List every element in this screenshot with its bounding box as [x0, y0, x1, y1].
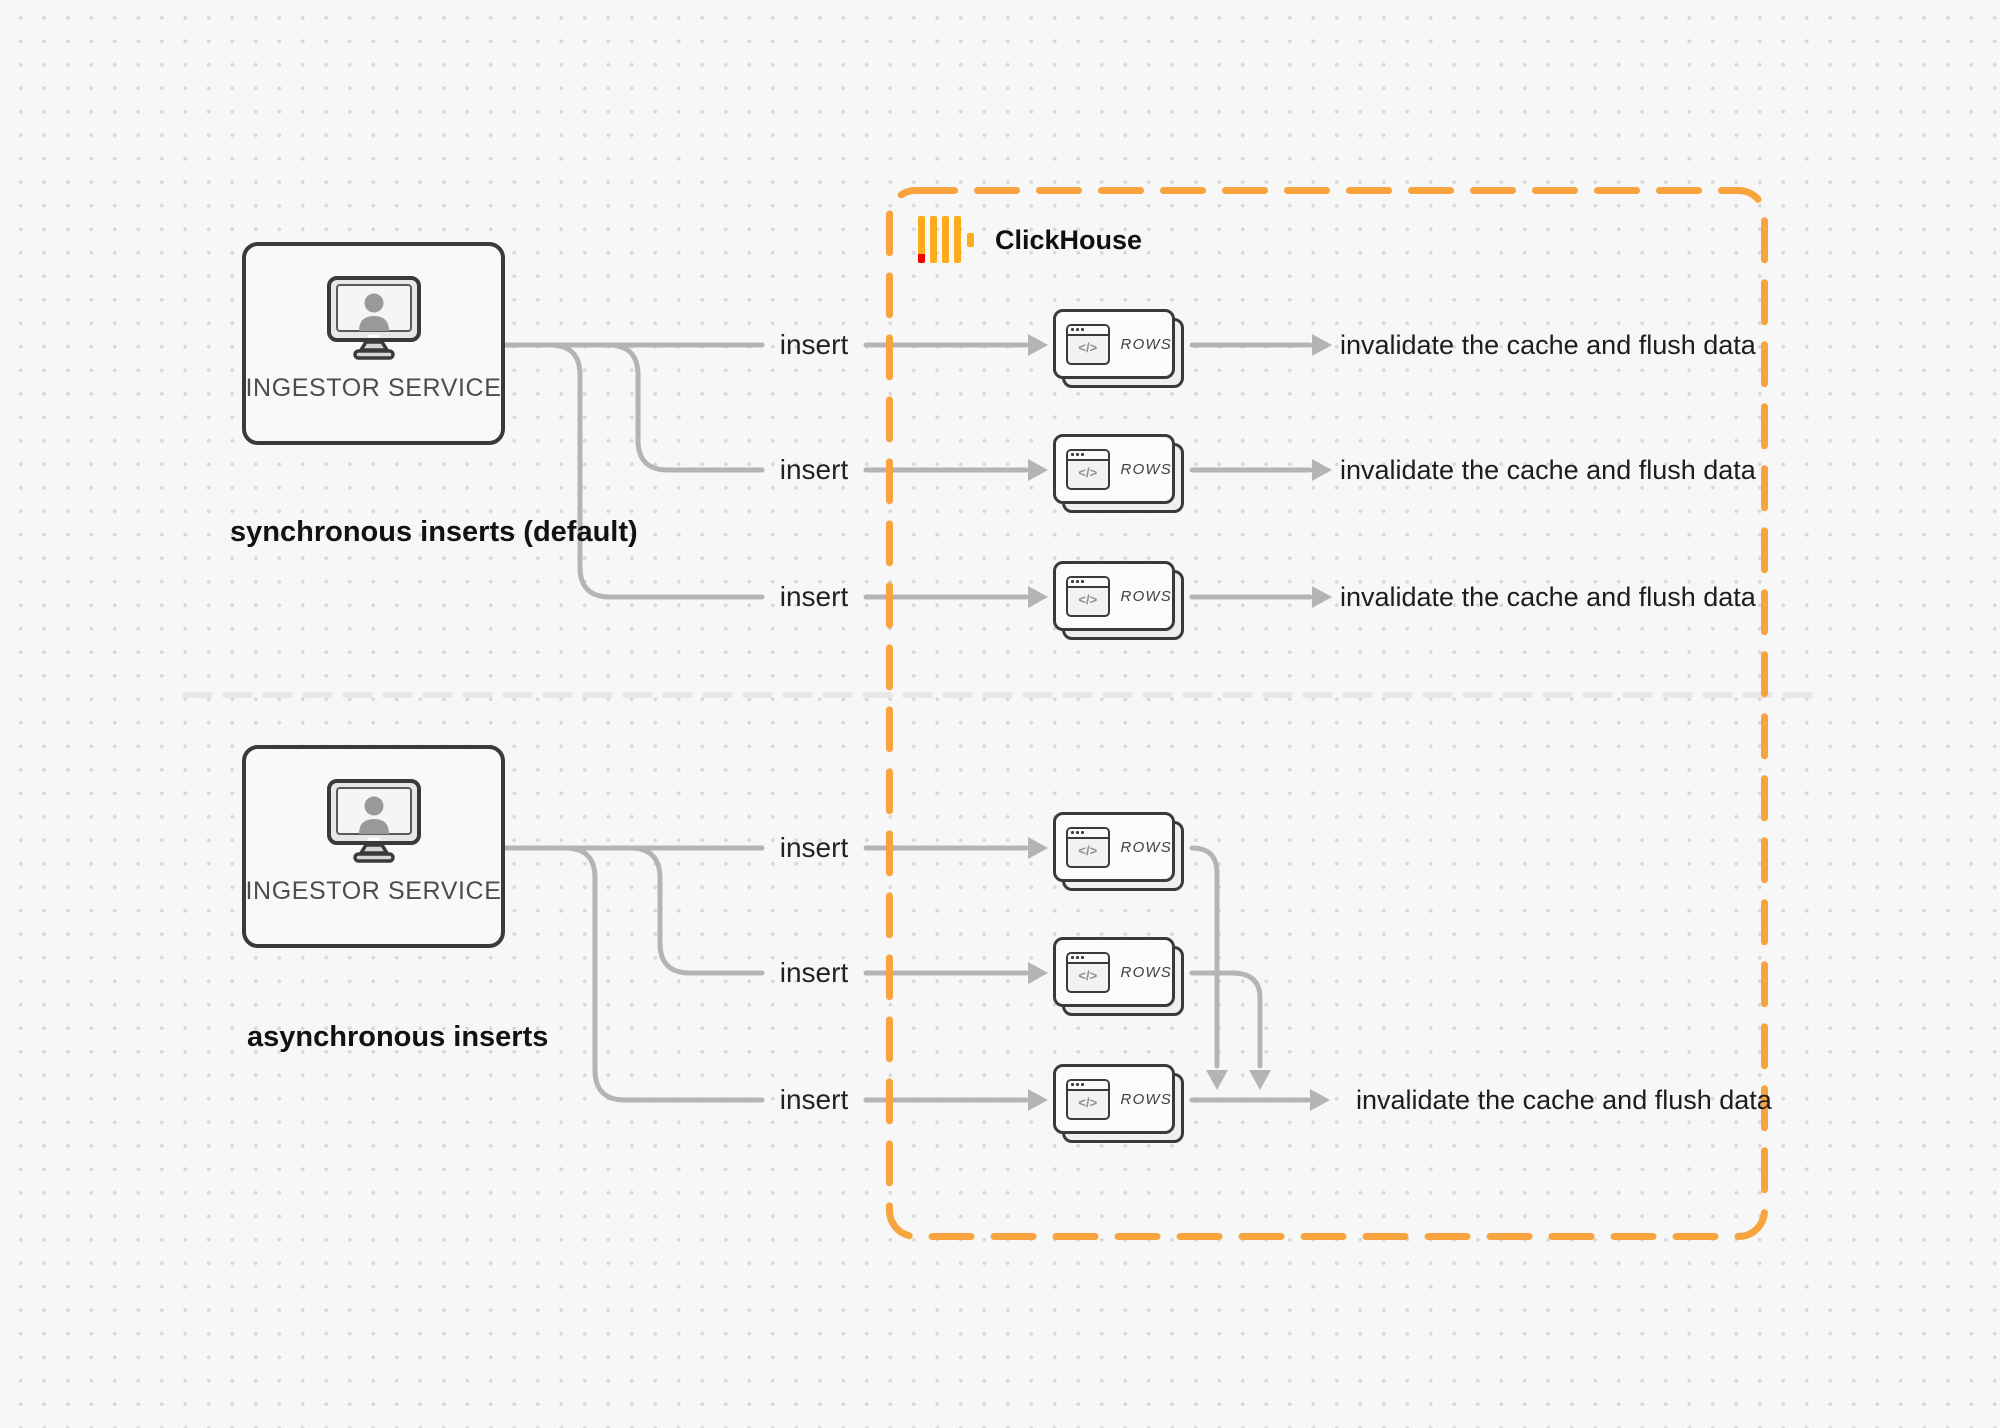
- monitor-user-icon: [326, 276, 421, 360]
- logo-red-accent: [918, 254, 925, 263]
- insert-edge-label: insert: [779, 454, 849, 485]
- insert-edge-label: insert: [779, 581, 849, 612]
- rows-card: </> ROWS: [1053, 434, 1175, 504]
- clickhouse-title: ClickHouse: [995, 225, 1143, 255]
- browser-icon-titlebar: [1068, 577, 1108, 588]
- rows-card: </> ROWS: [1053, 937, 1175, 1007]
- ingestor-service-node-async: INGESTOR SERVICE: [242, 745, 505, 948]
- arrowheads: [1028, 334, 1332, 1111]
- rows-label: ROWS: [1120, 587, 1172, 605]
- section-caption-sync: synchronous inserts (default): [230, 516, 638, 548]
- browser-icon-titlebar: [1068, 1080, 1108, 1091]
- code-glyph: </>: [1078, 592, 1098, 607]
- code-glyph: </>: [1078, 1095, 1098, 1110]
- rows-node: </> ROWS: [1053, 937, 1184, 1016]
- ingestor-service-label: INGESTOR SERVICE: [245, 877, 502, 905]
- insert-edge-label: insert: [779, 957, 849, 988]
- browser-icon-titlebar: [1068, 828, 1108, 839]
- connector-line: [502, 845, 765, 976]
- rows-label: ROWS: [1120, 1090, 1172, 1108]
- arrowhead-right: [1028, 962, 1048, 984]
- browser-code-icon: </>: [1066, 951, 1110, 993]
- connector-lines: [502, 342, 1313, 1103]
- clickhouse-boundary: [886, 187, 1768, 1240]
- rows-node: </> ROWS: [1053, 561, 1184, 640]
- ingestor-service-label: INGESTOR SERVICE: [245, 374, 502, 402]
- browser-icon-titlebar: [1068, 953, 1108, 964]
- insert-edge-label: insert: [779, 832, 849, 863]
- code-glyph: </>: [1078, 465, 1098, 480]
- arrowhead-right: [1028, 459, 1048, 481]
- rows-label: ROWS: [1120, 335, 1172, 353]
- arrowhead-down: [1249, 1070, 1271, 1090]
- connector-line: [502, 845, 765, 1103]
- rows-card: </> ROWS: [1053, 1064, 1175, 1134]
- browser-code-icon: </>: [1066, 323, 1110, 365]
- connector-line: [1189, 845, 1220, 1069]
- insert-edge-label: insert: [779, 1084, 849, 1115]
- rows-card: </> ROWS: [1053, 309, 1175, 379]
- logo-bar: [930, 216, 937, 263]
- arrowhead-down: [1206, 1070, 1228, 1090]
- code-glyph: </>: [1078, 968, 1098, 983]
- rows-node: </> ROWS: [1053, 309, 1184, 388]
- logo-bar-short: [967, 232, 974, 247]
- invalidate-label: invalidate the cache and flush data: [1340, 582, 1756, 612]
- browser-code-icon: </>: [1066, 575, 1110, 617]
- invalidate-label: invalidate the cache and flush data: [1340, 455, 1756, 485]
- arrowhead-right: [1028, 837, 1048, 859]
- arrowhead-right: [1028, 586, 1048, 608]
- clickhouse-logo: ClickHouse: [918, 216, 1218, 268]
- rows-node: </> ROWS: [1053, 434, 1184, 513]
- rows-label: ROWS: [1120, 460, 1172, 478]
- arrowhead-right: [1028, 1089, 1048, 1111]
- logo-bar: [954, 216, 961, 263]
- rows-label: ROWS: [1120, 963, 1172, 981]
- browser-code-icon: </>: [1066, 826, 1110, 868]
- rows-node: </> ROWS: [1053, 1064, 1184, 1143]
- insert-edge-label: insert: [779, 329, 849, 360]
- code-glyph: </>: [1078, 340, 1098, 355]
- connector-line: [502, 342, 765, 473]
- arrowhead-right: [1312, 334, 1332, 356]
- connector-line: [502, 342, 765, 600]
- arrowhead-right: [1312, 459, 1332, 481]
- rows-node: </> ROWS: [1053, 812, 1184, 891]
- arrowhead-right: [1310, 1089, 1330, 1111]
- logo-bar: [918, 216, 925, 263]
- rows-label: ROWS: [1120, 838, 1172, 856]
- ingestor-service-node-sync: INGESTOR SERVICE: [242, 242, 505, 445]
- monitor-user-icon: [326, 779, 421, 863]
- invalidate-label: invalidate the cache and flush data: [1340, 330, 1756, 360]
- connector-line: [1189, 970, 1263, 1069]
- arrowhead-right: [1312, 586, 1332, 608]
- browser-icon-titlebar: [1068, 450, 1108, 461]
- logo-bar: [942, 216, 949, 263]
- section-caption-async: asynchronous inserts: [247, 1021, 549, 1053]
- invalidate-label: invalidate the cache and flush data: [1356, 1085, 1772, 1115]
- browser-code-icon: </>: [1066, 1078, 1110, 1120]
- rows-card: </> ROWS: [1053, 812, 1175, 882]
- rows-card: </> ROWS: [1053, 561, 1175, 631]
- arrowhead-right: [1028, 334, 1048, 356]
- browser-code-icon: </>: [1066, 448, 1110, 490]
- clickhouse-logo-icon: [918, 216, 974, 263]
- code-glyph: </>: [1078, 843, 1098, 858]
- browser-icon-titlebar: [1068, 325, 1108, 336]
